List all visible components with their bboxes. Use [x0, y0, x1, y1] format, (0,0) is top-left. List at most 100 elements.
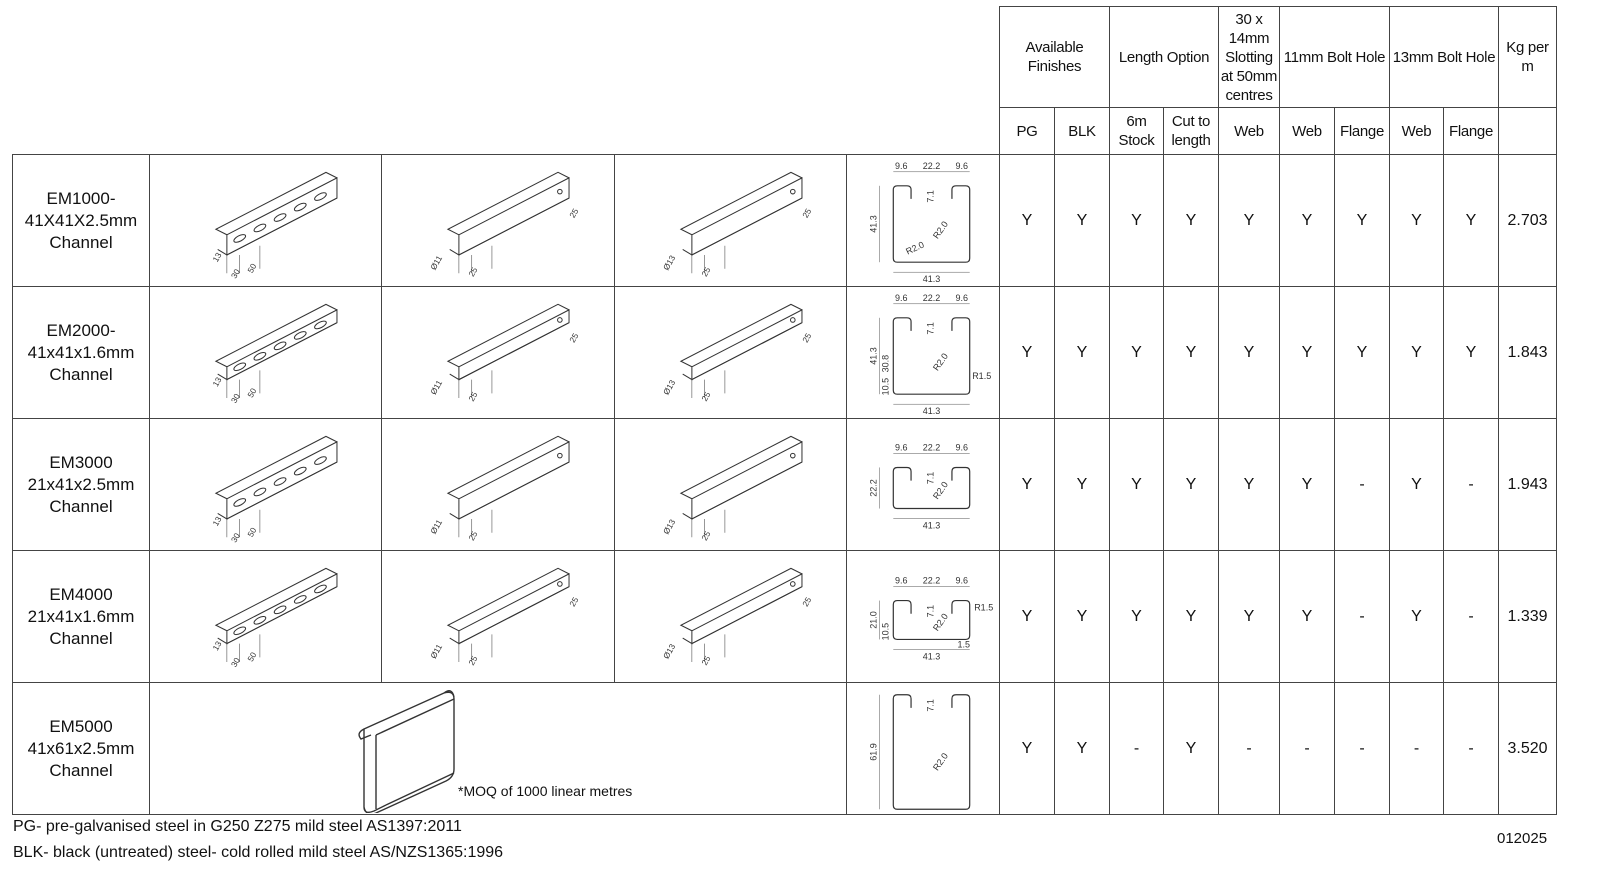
value-cell: Y	[1163, 154, 1219, 287]
header-subcolumn-text: Web	[1401, 122, 1432, 140]
header-group: Kg per m	[1498, 6, 1557, 108]
value-cell: Y	[1109, 286, 1164, 419]
header-group: 13mm Bolt Hole	[1389, 6, 1499, 108]
value-cell: Y	[1218, 286, 1280, 419]
value-cell: Y	[1389, 550, 1444, 683]
dimension-label: Ø13	[662, 642, 678, 660]
header-subcolumn-empty	[1498, 107, 1557, 155]
header-subcolumn: Web	[1389, 107, 1444, 155]
value-cell: -	[1218, 682, 1280, 815]
dimension-label: 25	[700, 654, 713, 667]
dimension-label: 25	[467, 390, 480, 403]
product-name: EM4000 21x41x1.6mm Channel	[12, 550, 150, 683]
value-cell: -	[1334, 418, 1390, 551]
value-cell: Y	[1218, 550, 1280, 683]
dimension-label: 9.6	[955, 292, 968, 302]
channel-isometric-drawing	[214, 435, 338, 520]
value-cell-text: -	[1133, 740, 1140, 757]
dimension-label: 22.2	[922, 442, 940, 452]
product-name: EM1000- 41X41X2.5mm Channel	[12, 154, 150, 287]
dimension-label: Ø13	[662, 517, 678, 535]
footnote-pg: PG- pre-galvanised steel in G250 Z275 mi…	[13, 818, 462, 835]
header-subcolumn-text: Cut to length	[1171, 113, 1211, 149]
value-cell-text: Y	[1411, 608, 1422, 625]
value-cell-text: -	[1359, 608, 1365, 625]
value-cell-text: Y	[1356, 344, 1368, 361]
dimension-label: 21.0	[868, 611, 878, 629]
value-cell: Y	[1443, 286, 1499, 419]
value-cell: Y	[1054, 154, 1110, 287]
product-name: EM2000- 41x41x1.6mm Channel	[12, 286, 150, 419]
value-cell: Y	[1279, 286, 1335, 419]
value-cell: Y	[1163, 418, 1219, 551]
dimension-label: 25	[467, 529, 480, 542]
channel-isometric-drawing	[679, 171, 803, 256]
value-cell: Y	[1163, 286, 1219, 419]
value-cell-text: Y	[1243, 212, 1255, 229]
value-cell-text: Y	[1076, 608, 1088, 625]
header-group-text: Length Option	[1118, 48, 1210, 66]
value-cell: Y	[1279, 550, 1335, 683]
value-cell-text: Y	[1021, 608, 1033, 625]
dimension-label: 25	[801, 595, 814, 608]
dimension-label: 30	[230, 655, 243, 668]
header-group-text: Available Finishes	[1025, 39, 1084, 75]
drawing-bolt13: Ø13 25	[614, 418, 847, 551]
value-cell: Y	[1054, 550, 1110, 683]
value-cell-text: Y	[1131, 476, 1142, 493]
dimension-label: 50	[246, 525, 259, 538]
value-cell-text: Y	[1021, 476, 1033, 493]
value-cell: Y	[999, 418, 1055, 551]
dimension-label: R1.5	[974, 602, 993, 612]
header-subcolumn-text: Web	[1234, 122, 1264, 140]
dimension-label: 41.3	[922, 651, 940, 661]
dimension-label: 9.6	[895, 575, 908, 585]
value-cell: Y	[1218, 418, 1280, 551]
dimension-label: 9.6	[955, 160, 968, 170]
value-cell: -	[1389, 682, 1444, 815]
value-cell: Y	[1054, 418, 1110, 551]
channel-isometric-drawing	[446, 567, 570, 645]
value-cell: -	[1443, 550, 1499, 683]
value-cell: Y	[999, 682, 1055, 815]
value-cell-text: -	[1304, 740, 1310, 757]
cross-section-drawing: 9.622.29.67.161.9R2.041.3	[846, 682, 1000, 815]
value-cell: Y	[1163, 682, 1219, 815]
value-cell-text: Y	[1076, 740, 1088, 757]
value-cell-text: Y	[1021, 344, 1033, 361]
value-cell: -	[1279, 682, 1335, 815]
dimension-label: 30	[230, 267, 243, 280]
dimension-label: 22.2	[868, 479, 878, 497]
channel-3d-icon	[358, 690, 455, 813]
header-subcolumn-text: Flange	[1339, 122, 1385, 140]
value-cell: Y	[1218, 154, 1280, 287]
dimension-label: 25	[700, 529, 713, 542]
value-cell-text: -	[1468, 608, 1474, 625]
dimension-label: 10.5	[880, 377, 890, 395]
dimension-label: 7.1	[925, 604, 935, 617]
dimension-label: 50	[246, 386, 259, 399]
header-subcolumn-text: Web	[1292, 122, 1322, 140]
dimension-label: 13	[211, 514, 224, 527]
header-subcolumn: Cut to length	[1163, 107, 1219, 155]
channel-profile-icon	[892, 466, 970, 509]
value-cell-text: Y	[1356, 212, 1368, 229]
dimension-label: 50	[246, 261, 259, 274]
value-cell-text: Y	[1131, 344, 1142, 361]
header-group-text: 13mm Bolt Hole	[1392, 48, 1496, 66]
channel-profile-icon	[892, 599, 970, 640]
channel-isometric-drawing	[446, 435, 570, 520]
channel-isometric-drawing	[679, 567, 803, 644]
dimension-label: 22.2	[922, 160, 940, 170]
header-subcolumn: Web	[1218, 107, 1280, 155]
dimension-label: 7.1	[925, 322, 935, 335]
value-cell: Y	[1054, 286, 1110, 419]
dimension-label: 22.2	[922, 292, 940, 302]
header-group: Available Finishes	[999, 6, 1110, 108]
product-name-text: EM4000 21x41x1.6mm Channel	[27, 584, 135, 648]
